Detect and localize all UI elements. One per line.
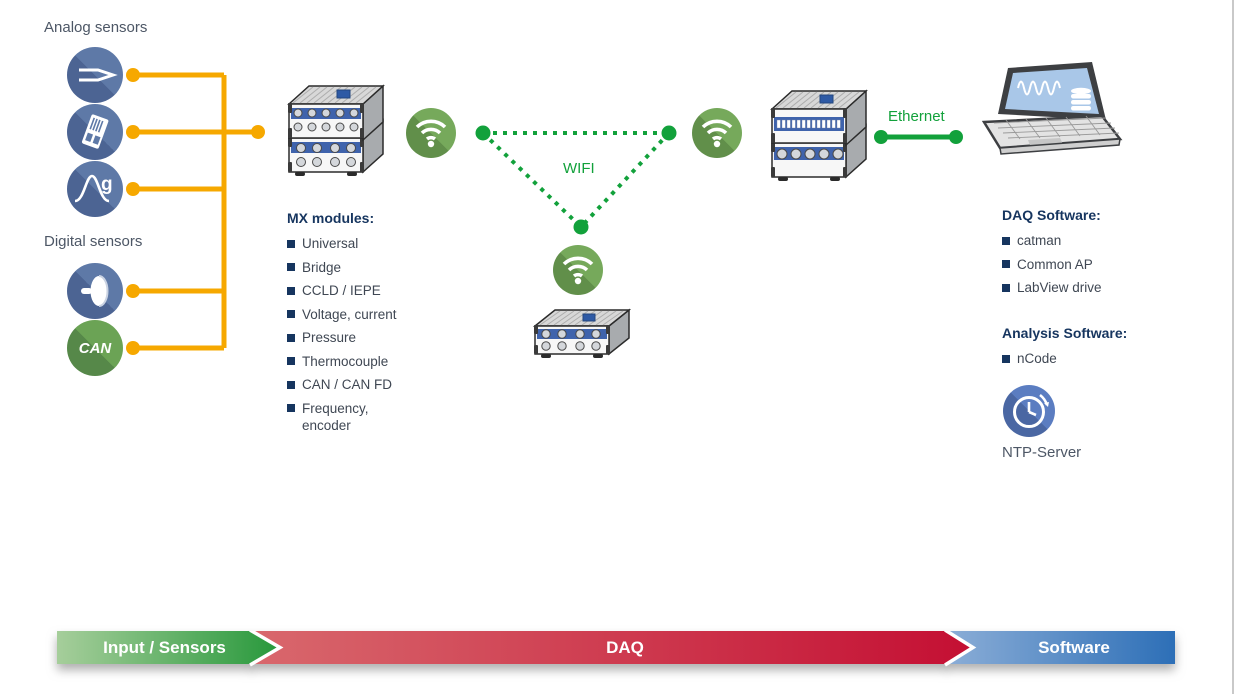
analysis-software-list: Analysis Software: nCode	[1002, 325, 1152, 374]
acceleration-sensor-icon: g	[67, 161, 123, 217]
bullet-square	[287, 357, 295, 365]
ethernet-label: Ethernet	[888, 108, 945, 125]
wifi-triangle-lines	[481, 131, 671, 229]
mx-module-illustration	[532, 308, 632, 358]
encoder-sensor-icon	[67, 263, 123, 319]
bullet-square	[287, 404, 295, 412]
bullet-square	[287, 310, 295, 318]
bullet-square	[1002, 283, 1010, 292]
wifi-icon	[692, 108, 742, 158]
list-item: nCode	[1002, 350, 1152, 368]
list-item: CCLD / IEPE	[287, 282, 407, 300]
analysis-software-title: Analysis Software:	[1002, 325, 1128, 341]
bullet-square	[287, 263, 295, 271]
flow-arrow-bar	[57, 631, 1175, 667]
page-edge-divider	[1232, 0, 1234, 694]
strain-gauge-sensor-icon	[67, 104, 123, 160]
list-item: Bridge	[287, 259, 407, 277]
wifi-icon	[406, 108, 456, 158]
list-item: LabView drive	[1002, 279, 1142, 297]
list-item: CAN / CAN FD	[287, 376, 407, 394]
bullet-square	[1002, 236, 1010, 245]
digital-sensors-label: Digital sensors	[44, 233, 143, 250]
ethernet-line	[874, 130, 963, 144]
list-item: Frequency, encoder	[287, 400, 407, 435]
ntp-server-label: NTP-Server	[1002, 444, 1082, 461]
analog-sensors-label: Analog sensors	[44, 19, 148, 36]
svg-text:CAN: CAN	[79, 340, 113, 357]
database-icon	[1071, 87, 1091, 111]
bullet-square	[287, 333, 295, 342]
flow-label-input-sensors: Input / Sensors	[103, 638, 226, 657]
bullet-square	[287, 239, 295, 248]
flow-segment-input-sensors	[57, 631, 280, 664]
flow-label-daq: DAQ	[606, 638, 644, 657]
list-item: Common AP	[1002, 256, 1142, 274]
mx-modules-list: MX modules: Universal Bridge CCLD / IEPE…	[287, 210, 407, 441]
cx-gateway-module-stack-illustration	[770, 89, 868, 181]
daq-software-list: DAQ Software: catman Common AP LabView d…	[1002, 207, 1142, 303]
wifi-label: WIFI	[563, 160, 595, 177]
bullet-square	[1002, 354, 1010, 363]
wifi-icon	[553, 245, 603, 295]
can-bus-icon: CAN	[67, 320, 123, 376]
bullet-square	[1002, 260, 1010, 268]
list-item: Pressure	[287, 329, 407, 347]
laptop-illustration	[981, 62, 1123, 155]
clock-icon	[1003, 385, 1055, 437]
daq-software-title: DAQ Software:	[1002, 207, 1101, 223]
mx-modules-title: MX modules:	[287, 210, 375, 226]
bullet-square	[287, 286, 295, 295]
list-item: Voltage, current	[287, 306, 407, 324]
svg-text:g: g	[101, 174, 113, 195]
thermocouple-sensor-icon	[67, 47, 123, 103]
flow-segment-daq	[237, 631, 973, 664]
flow-segment-software	[937, 631, 1175, 664]
flow-label-software: Software	[1038, 638, 1110, 657]
bullet-square	[287, 380, 295, 389]
mx-module-stack-illustration	[287, 84, 385, 176]
list-item: catman	[1002, 232, 1142, 250]
list-item: Universal	[287, 235, 407, 253]
list-item: Thermocouple	[287, 353, 407, 371]
